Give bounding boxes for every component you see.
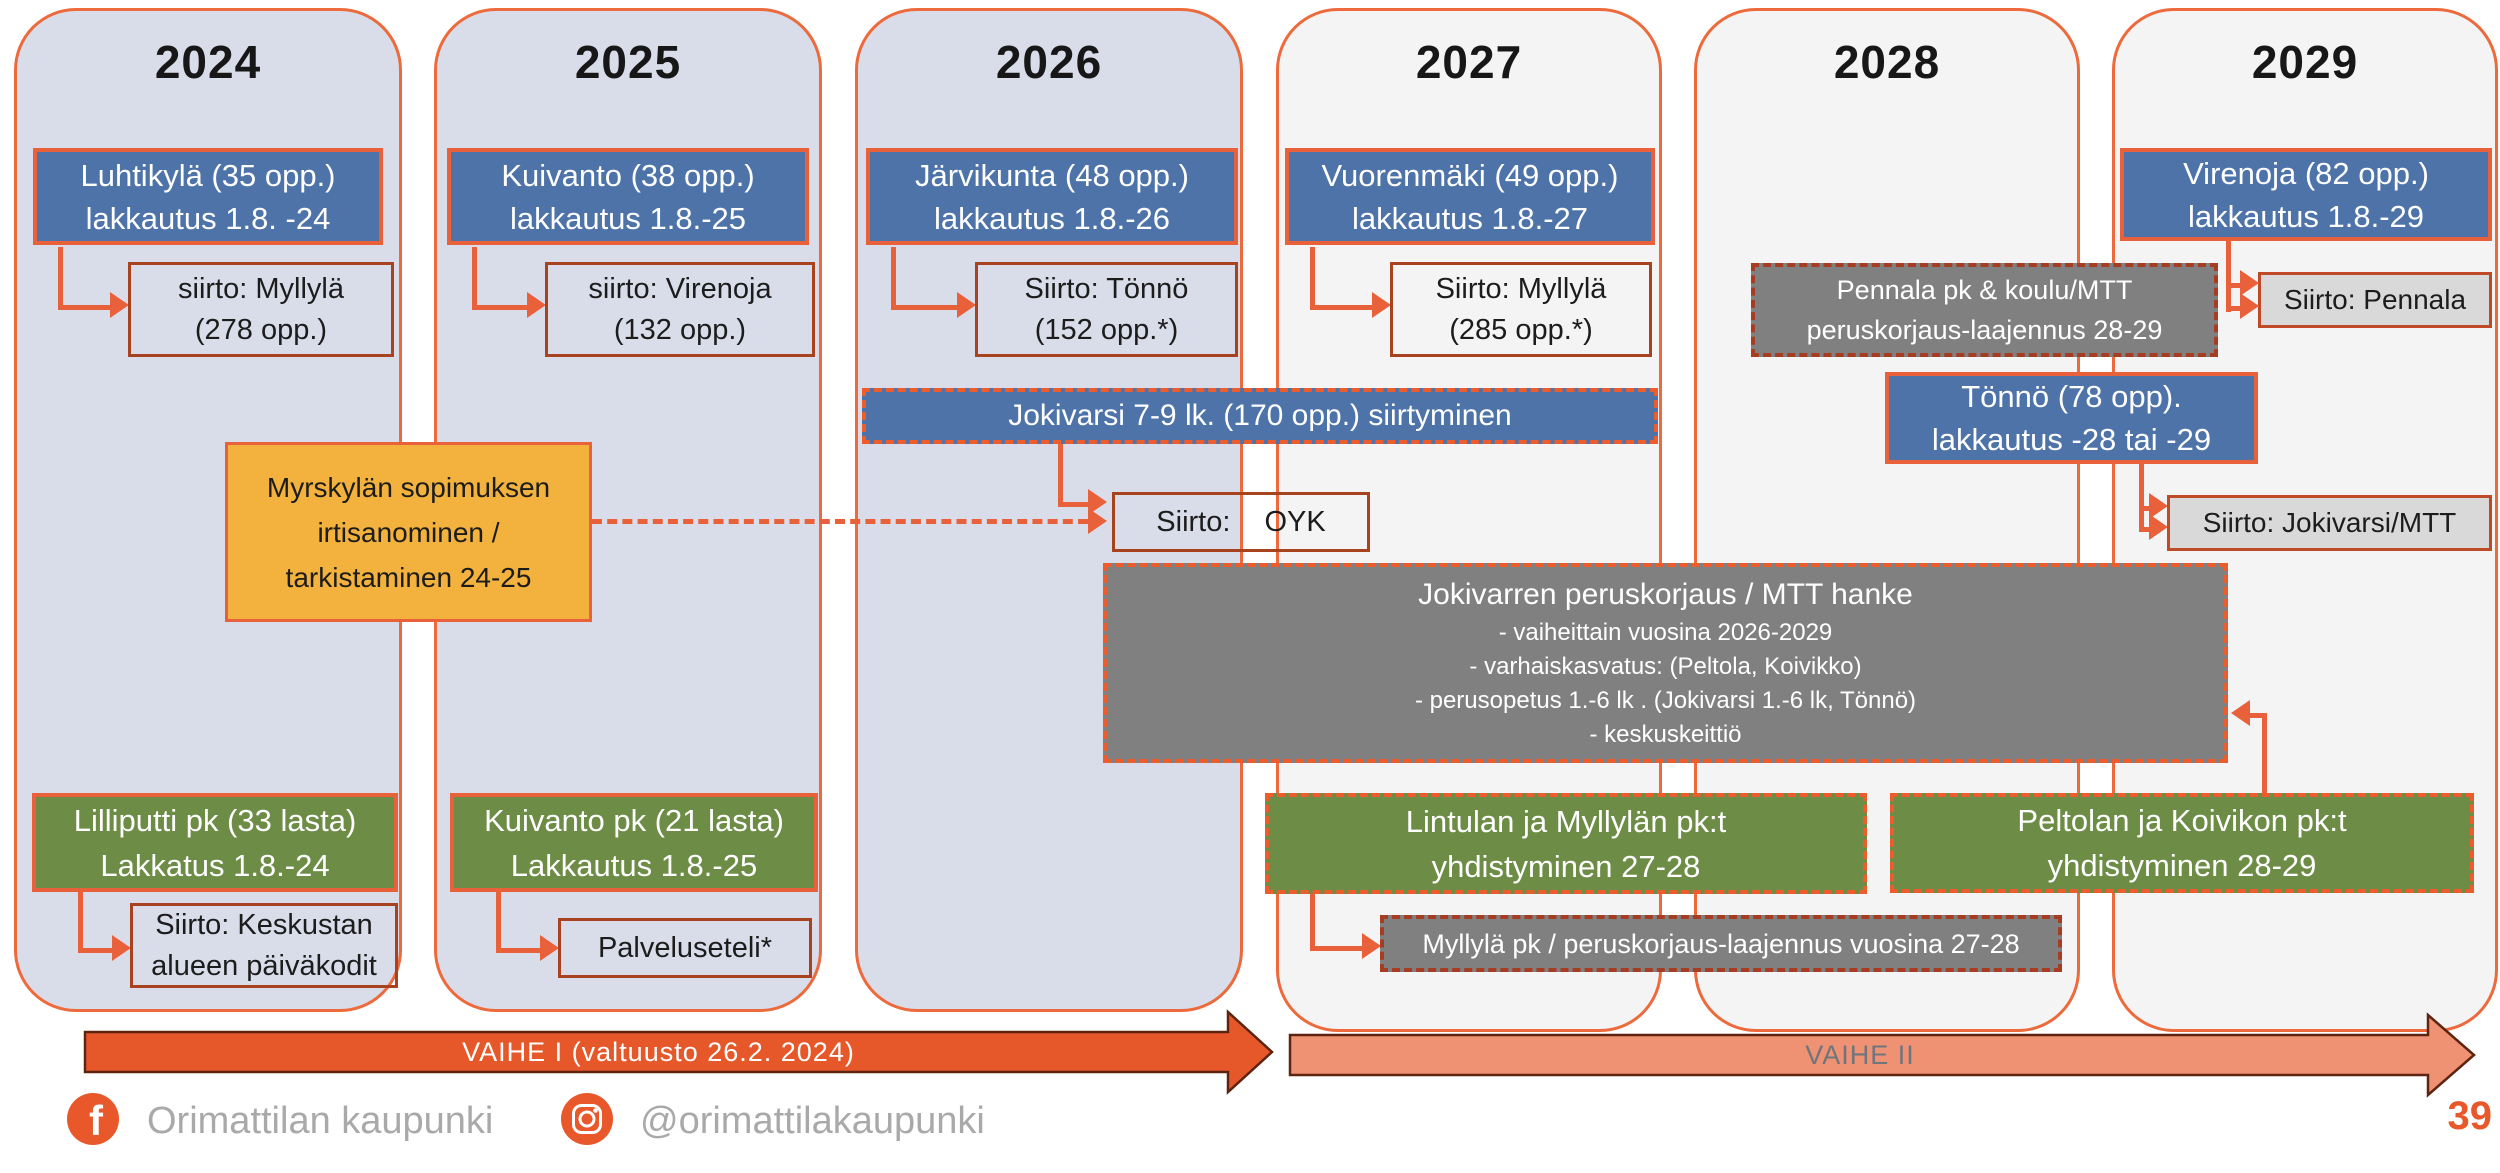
year-label-2029: 2029 [2251,36,2359,88]
elbow-connector [2250,713,2267,718]
phase1-label: VAIHE I (valtuusto 26.2. 2024) [462,1037,855,1067]
arrowhead-icon [110,292,129,318]
kuivanto-closure-box: Kuivanto (38 opp.) lakkautus 1.8.-25 [447,148,809,245]
arrowhead-icon [2231,700,2250,726]
instagram-icon [561,1093,613,1145]
elbow-connector [2226,306,2240,311]
elbow-connector [2139,464,2144,532]
arrowhead-icon [2240,270,2259,296]
elbow-connector [1310,247,1315,310]
siirto-oyk-box: Siirto:OYK [1112,492,1370,552]
year-label-2024: 2024 [154,36,262,88]
year-label-2025: 2025 [574,36,682,88]
facebook-account-label: Orimattilan kaupunki [147,1100,494,1142]
arrowhead-icon [2149,493,2168,519]
elbow-connector [58,305,110,310]
vuorenmaki-closure-box: Vuorenmäki (49 opp.) lakkautus 1.8.-27 [1285,148,1655,245]
pennala-renovation-box: Pennala pk & koulu/MTT peruskorjaus-laaj… [1751,263,2218,357]
elbow-connector [1058,502,1088,507]
siirto-virenoja-box: siirto: Virenoja (132 opp.) [545,262,815,357]
myllyla-pk-renovation-box: Myllylä pk / peruskorjaus-laajennus vuos… [1380,915,2062,972]
arrowhead-icon [1088,508,1107,534]
elbow-connector [1310,946,1362,951]
siirto-tonno-box: Siirto: Tönnö (152 opp.*) [975,262,1238,357]
siirto-jokivarsi-mtt-box: Siirto: Jokivarsi/MTT [2167,495,2492,551]
instagram-account-label: @orimattilakaupunki [640,1100,985,1142]
elbow-connector [1310,894,1315,951]
dashed-connector [592,519,1088,524]
year-label-2027: 2027 [1415,36,1523,88]
jarvikunta-closure-box: Järvikunta (48 opp.) lakkautus 1.8.-26 [866,148,1238,245]
siirto-myllyla-box: siirto: Myllylä (278 opp.) [128,262,394,357]
peltolan-merger-box: Peltolan ja Koivikon pk:t yhdistyminen 2… [1890,793,2474,893]
year-label-2026: 2026 [995,36,1103,88]
svg-text:f: f [89,1097,104,1144]
phase2-label: VAIHE II [1805,1040,1915,1070]
siirto-pennala-box: Siirto: Pennala [2258,272,2492,328]
kuivanto-pk-closure-box: Kuivanto pk (21 lasta) Lakkautus 1.8.-25 [450,793,818,892]
elbow-connector [891,247,896,310]
elbow-connector [472,247,477,310]
virenoja-closure-box: Virenoja (82 opp.) lakkautus 1.8.-29 [2120,148,2492,241]
luhtikyla-closure-box: Luhtikylä (35 opp.) lakkautus 1.8. -24 [33,148,383,245]
lilliputti-closure-box: Lilliputti pk (33 lasta) Lakkatus 1.8.-2… [32,793,398,892]
siirto-myllyla-2027-box: Siirto: Myllylä (285 opp.*) [1390,262,1652,357]
myrskyla-agreement-box: Myrskylän sopimuksen irtisanominen / tar… [225,442,592,622]
elbow-connector [496,892,501,953]
elbow-connector [2262,716,2267,793]
elbow-connector [2139,527,2149,532]
jokivarsi-move-box: Jokivarsi 7-9 lk. (170 opp.) siirtyminen [862,388,1658,444]
arrowhead-icon [527,292,546,318]
phase1-arrow [83,1009,1274,1095]
arrowhead-icon [112,935,131,961]
elbow-connector [1310,305,1372,310]
elbow-connector [496,948,540,953]
elbow-connector [2139,506,2149,511]
elbow-connector [78,892,83,953]
siirto-keskustan-box: Siirto: Keskustan alueen päiväkodit [130,903,398,988]
lintulan-merger-box: Lintulan ja Myllylän pk:t yhdistyminen 2… [1265,793,1867,894]
elbow-connector [78,948,112,953]
arrowhead-icon [540,935,559,961]
elbow-connector [472,305,527,310]
elbow-connector [58,247,63,310]
elbow-connector [2226,240,2231,312]
year-label-2028: 2028 [1833,36,1941,88]
elbow-connector [1058,444,1063,507]
arrowhead-icon [1372,292,1391,318]
palveluseteli-box: Palveluseteli* [558,918,812,978]
arrowhead-icon [2240,293,2259,319]
page-number: 39 [2447,1094,2493,1138]
tonno-closure-box: Tönnö (78 opp). lakkautus -28 tai -29 [1885,372,2258,464]
jokivarren-project-box: Jokivarren peruskorjaus / MTT hanke - va… [1103,563,2228,763]
phase2-arrow [1288,1012,2476,1098]
facebook-icon: f [67,1093,119,1145]
arrowhead-icon [957,292,976,318]
arrowhead-icon [1362,933,1381,959]
elbow-connector [891,305,957,310]
arrowhead-icon [2149,514,2168,540]
elbow-connector [2226,283,2240,288]
